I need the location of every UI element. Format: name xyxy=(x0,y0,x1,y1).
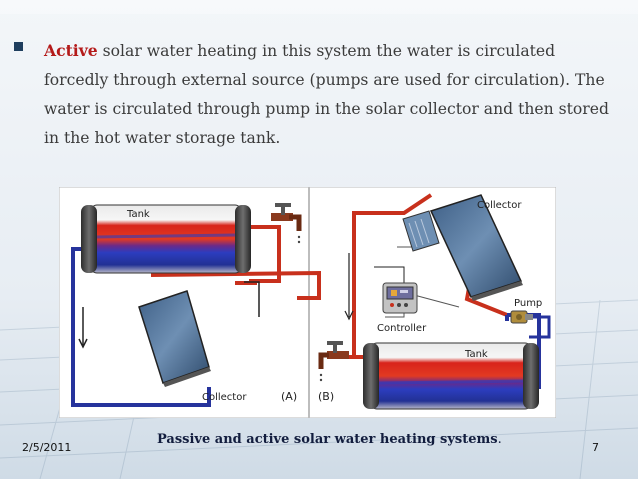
controller-icon xyxy=(382,282,418,314)
bullet-marker xyxy=(14,42,23,51)
solar-heating-figure: Tank Collector (A) xyxy=(59,187,556,418)
tank-a xyxy=(81,204,251,274)
hot-pipe-b xyxy=(352,193,433,253)
collector-a xyxy=(138,290,211,387)
panel-b-label: (B) xyxy=(318,390,334,403)
tank-b-label: Tank xyxy=(464,349,488,360)
pump-label: Pump xyxy=(514,298,542,309)
caption-period: . xyxy=(497,432,502,447)
faucet-b-icon xyxy=(318,341,349,382)
footer-date: 2/5/2011 xyxy=(22,441,72,454)
tank-b xyxy=(363,342,539,410)
bullet-body: solar water heating in this system the w… xyxy=(44,42,609,147)
pv-panel-icon xyxy=(402,210,440,252)
page-number: 7 xyxy=(592,441,599,454)
panel-a-label: (A) xyxy=(281,390,297,403)
faucet-a-icon xyxy=(271,203,302,244)
panel-a-diagram: Tank Collector (A) xyxy=(71,203,321,407)
bullet-paragraph: Active solar water heating in this syste… xyxy=(44,36,614,153)
panel-b-diagram: Collector Pump Controller Tank (B) xyxy=(318,193,551,410)
collector-b xyxy=(429,194,523,301)
bullet-point: Active solar water heating in this syste… xyxy=(14,36,614,153)
cold-pipe-a xyxy=(71,247,211,407)
tank-a-label: Tank xyxy=(126,209,150,220)
active-keyword: Active xyxy=(44,41,98,60)
figure-caption: Passive and active solar water heating s… xyxy=(157,432,502,447)
controller-label: Controller xyxy=(377,323,427,334)
collector-a-label: Collector xyxy=(202,392,247,403)
collector-b-label: Collector xyxy=(477,200,522,211)
caption-text: Passive and active solar water heating s… xyxy=(157,432,498,447)
hot-pipe-a xyxy=(150,270,321,300)
pump-icon xyxy=(510,310,533,324)
